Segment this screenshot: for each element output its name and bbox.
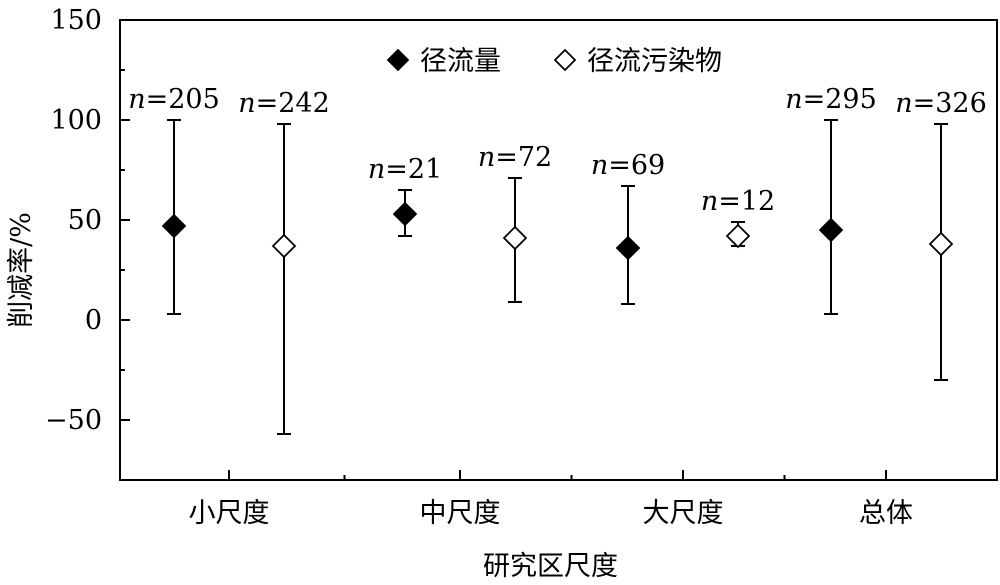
x-tick-label: 中尺度 [420, 498, 501, 529]
y-tick-label: −50 [45, 405, 102, 436]
n-label-symbol: n [701, 186, 718, 217]
n-label: n=12 [701, 186, 775, 217]
n-label-symbol: n [128, 84, 145, 115]
x-axis-title: 研究区尺度 [483, 551, 618, 582]
n-label-symbol: n [895, 88, 912, 119]
n-label-symbol: n [478, 142, 495, 173]
data-point [615, 235, 641, 261]
x-tick-label: 总体 [859, 498, 913, 529]
n-label: n=69 [591, 150, 665, 181]
data-point [502, 225, 528, 251]
data-point [392, 201, 418, 227]
legend-label: 径流量 [420, 46, 501, 77]
n-label-symbol: n [591, 150, 608, 181]
data-point [818, 217, 844, 243]
n-label-value: =295 [803, 84, 877, 115]
data-point [271, 233, 297, 259]
y-tick-label: 150 [50, 5, 102, 36]
n-label: n=242 [238, 88, 330, 119]
n-label-symbol: n [238, 88, 255, 119]
x-tick-label: 大尺度 [643, 498, 724, 529]
n-label: n=72 [478, 142, 552, 173]
n-label-value: =326 [913, 88, 987, 119]
n-label-value: =205 [146, 84, 220, 115]
data-point [725, 223, 751, 249]
n-label: n=326 [895, 88, 987, 119]
legend-marker-open [553, 48, 577, 72]
plot-frame [119, 19, 998, 481]
n-label-value: =242 [256, 88, 330, 119]
data-point [161, 213, 187, 239]
y-tick-label: 0 [85, 305, 102, 336]
data-point [928, 231, 954, 257]
n-label-value: =12 [718, 186, 775, 217]
n-label-symbol: n [368, 154, 385, 185]
n-label: n=205 [128, 84, 220, 115]
n-label-value: =69 [608, 150, 665, 181]
legend-label: 径流污染物 [587, 46, 722, 77]
n-label: n=21 [368, 154, 442, 185]
y-axis-title: 削减率/% [6, 212, 37, 328]
x-tick-label: 小尺度 [189, 498, 270, 529]
y-tick-label: 50 [68, 205, 102, 236]
legend-marker-filled [386, 48, 410, 72]
n-label: n=295 [785, 84, 877, 115]
n-label-symbol: n [785, 84, 802, 115]
n-label-value: =21 [385, 154, 442, 185]
n-label-value: =72 [495, 142, 552, 173]
y-tick-label: 100 [50, 105, 102, 136]
